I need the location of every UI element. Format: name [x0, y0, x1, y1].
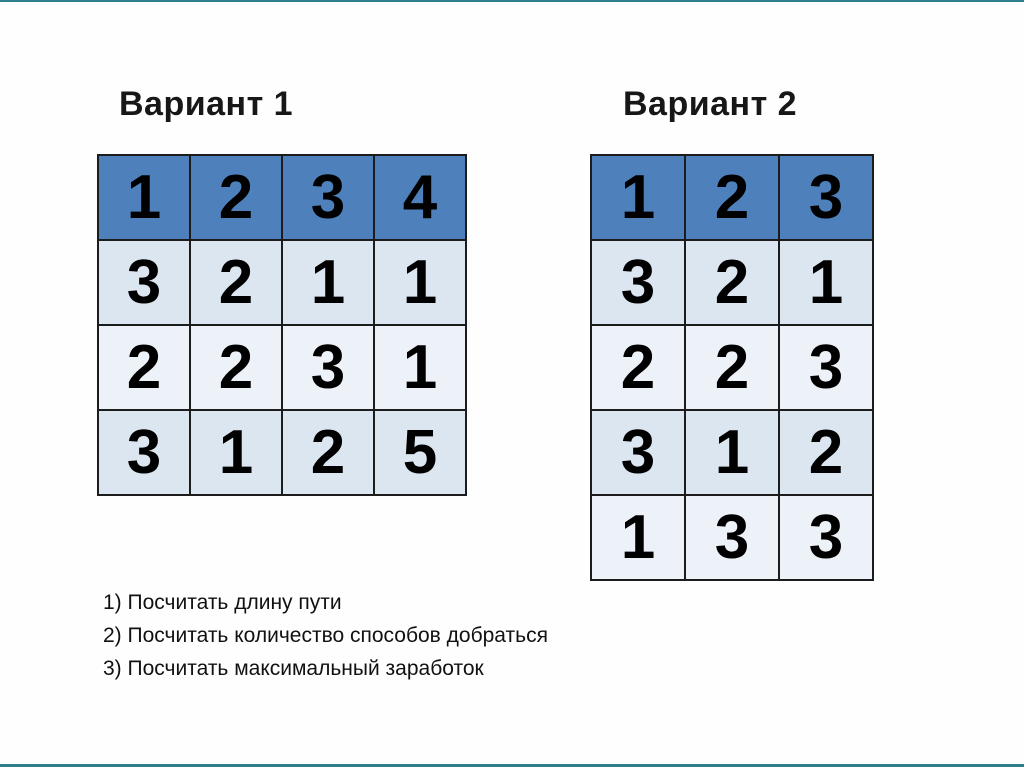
table-cell: 1 — [189, 409, 283, 496]
table-cell: 2 — [684, 324, 780, 411]
table-cell: 2 — [778, 409, 874, 496]
table-cell: 1 — [778, 239, 874, 326]
table-cell: 3 — [684, 494, 780, 581]
top-accent-line — [0, 0, 1024, 2]
table-cell: 1 — [373, 324, 467, 411]
task-item-3: 3) Посчитать максимальный заработок — [103, 657, 484, 680]
table-row: 3 1 2 5 — [97, 409, 467, 496]
table-cell: 2 — [590, 324, 686, 411]
table-cell: 3 — [590, 409, 686, 496]
variant2-header-row: 1 2 3 — [590, 154, 874, 241]
table-cell: 2 — [189, 324, 283, 411]
variant2-table: 1 2 3 3 2 1 2 2 3 3 1 2 1 3 — [590, 154, 874, 581]
table-row: 3 2 1 1 — [97, 239, 467, 326]
variant2-title: Вариант 2 — [623, 85, 798, 123]
table-row: 2 2 3 1 — [97, 324, 467, 411]
table-row: 2 2 3 — [590, 324, 874, 411]
table-cell: 2 — [189, 154, 283, 241]
table-cell: 3 — [778, 154, 874, 241]
table-cell: 2 — [189, 239, 283, 326]
table-cell: 3 — [778, 494, 874, 581]
table-cell: 1 — [590, 154, 686, 241]
table-row: 3 2 1 — [590, 239, 874, 326]
table-cell: 4 — [373, 154, 467, 241]
table-cell: 2 — [97, 324, 191, 411]
table-cell: 5 — [373, 409, 467, 496]
table-cell: 3 — [97, 409, 191, 496]
table-row: 3 1 2 — [590, 409, 874, 496]
variant1-table: 1 2 3 4 3 2 1 1 2 2 3 1 3 1 2 — [97, 154, 467, 496]
task-item-2: 2) Посчитать количество способов добрать… — [103, 624, 548, 647]
table-cell: 1 — [281, 239, 375, 326]
task-list: 1) Посчитать длину пути 2) Посчитать кол… — [103, 586, 548, 685]
table-cell: 3 — [778, 324, 874, 411]
table-cell: 1 — [684, 409, 780, 496]
variant1-title: Вариант 1 — [119, 85, 294, 123]
table-cell: 1 — [373, 239, 467, 326]
variant1-header-row: 1 2 3 4 — [97, 154, 467, 241]
table-cell: 1 — [97, 154, 191, 241]
task-item-1: 1) Посчитать длину пути — [103, 591, 342, 614]
table-cell: 3 — [590, 239, 686, 326]
table-cell: 1 — [590, 494, 686, 581]
table-cell: 3 — [281, 154, 375, 241]
table-cell: 2 — [281, 409, 375, 496]
table-cell: 2 — [684, 154, 780, 241]
bottom-accent-line — [0, 764, 1024, 767]
table-row: 1 3 3 — [590, 494, 874, 581]
table-cell: 2 — [684, 239, 780, 326]
table-cell: 3 — [97, 239, 191, 326]
table-cell: 3 — [281, 324, 375, 411]
